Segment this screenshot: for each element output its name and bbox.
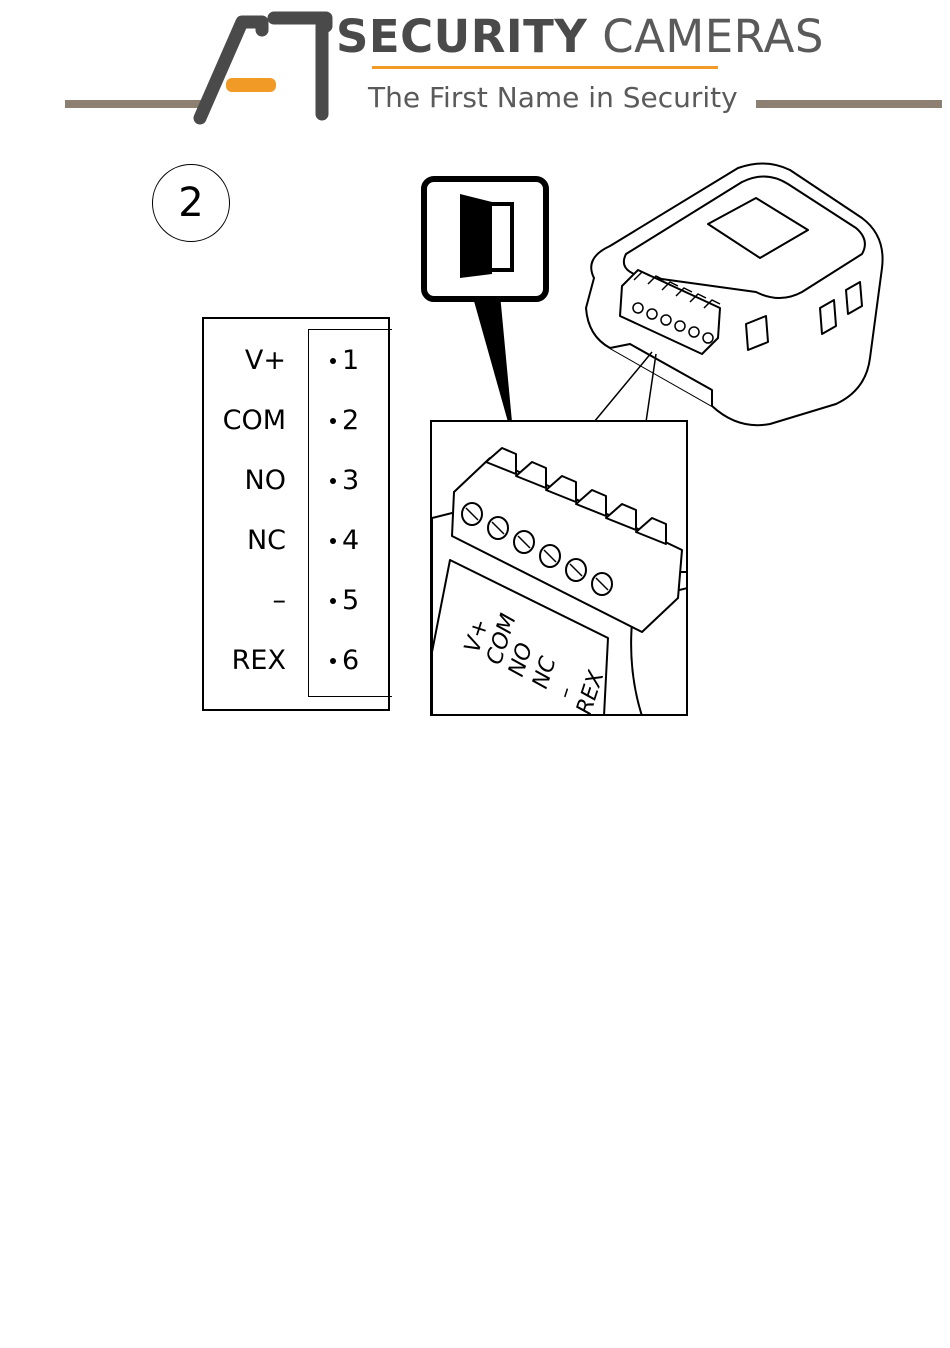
- pin-number: 4: [342, 521, 359, 561]
- a1-logo-icon: [190, 10, 340, 125]
- brand-underline: [372, 66, 718, 69]
- header-line-right: [756, 100, 942, 108]
- pin-dot: [330, 358, 336, 364]
- step-number-text: 2: [178, 180, 203, 226]
- pin-label: REX: [232, 641, 286, 681]
- step-number: 2: [152, 164, 230, 242]
- brand-title-bold: SECURITY: [336, 10, 587, 63]
- pin-dot: [330, 418, 336, 424]
- pin-number: 6: [342, 641, 359, 681]
- door-icon: [456, 190, 516, 282]
- pin-row: NC 4: [204, 521, 390, 561]
- pin-row: REX 6: [204, 641, 390, 681]
- pin-label: COM: [223, 401, 286, 441]
- connector-detail-box: V+ COM NO NC – REX: [430, 420, 688, 716]
- pin-dot: [330, 538, 336, 544]
- pin-label: V+: [245, 341, 286, 381]
- pin-number: 5: [342, 581, 359, 621]
- pin-row: NO 3: [204, 461, 390, 501]
- pin-number: 3: [342, 461, 359, 501]
- header-line-left: [65, 100, 205, 108]
- pin-number: 1: [342, 341, 359, 381]
- pin-table: V+ 1 COM 2 NO 3 NC 4 – 5 REX 6: [202, 317, 390, 711]
- pin-row: – 5: [204, 581, 390, 621]
- pin-row: V+ 1: [204, 341, 390, 381]
- pin-label: –: [273, 581, 287, 621]
- brand-tagline: The First Name in Security: [368, 78, 748, 118]
- terminal-block-illustration: [432, 422, 688, 716]
- zoom-lines: [590, 350, 700, 430]
- pin-dot: [330, 598, 336, 604]
- brand-title: SECURITY CAMERAS: [336, 6, 766, 68]
- pin-label: NC: [247, 521, 286, 561]
- pin-row: COM 2: [204, 401, 390, 441]
- brand-title-light: CAMERAS: [602, 10, 824, 63]
- pin-label: NO: [245, 461, 286, 501]
- pin-dot: [330, 658, 336, 664]
- pin-dot: [330, 478, 336, 484]
- pin-number: 2: [342, 401, 359, 441]
